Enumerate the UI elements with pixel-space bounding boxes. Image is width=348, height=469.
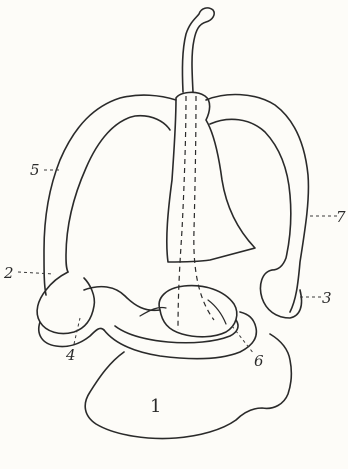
label-5: 5 — [30, 161, 40, 179]
posterior-canal-outer — [206, 95, 308, 312]
label-2: 2 — [3, 264, 14, 282]
anterior-canal-inner — [66, 116, 170, 272]
left-ampulla — [37, 272, 94, 334]
duct-dashed-left — [178, 96, 186, 330]
leader-2 — [18, 272, 54, 274]
vestibule-inner-fold — [140, 300, 226, 324]
label-1: 1 — [150, 396, 161, 417]
saccule-base — [85, 334, 291, 438]
label-4: 4 — [65, 346, 76, 364]
posterior-canal-inner — [210, 119, 291, 270]
vestibule-oval — [159, 286, 237, 337]
label-3: 3 — [322, 289, 332, 307]
label-6: 6 — [254, 352, 264, 370]
endolymphatic-duct — [182, 8, 214, 92]
label-7: 7 — [336, 208, 346, 226]
utricle-lobe — [39, 322, 104, 347]
horizontal-canal-outer — [84, 287, 256, 359]
common-crus — [167, 92, 255, 262]
anterior-canal-outer — [44, 95, 176, 295]
